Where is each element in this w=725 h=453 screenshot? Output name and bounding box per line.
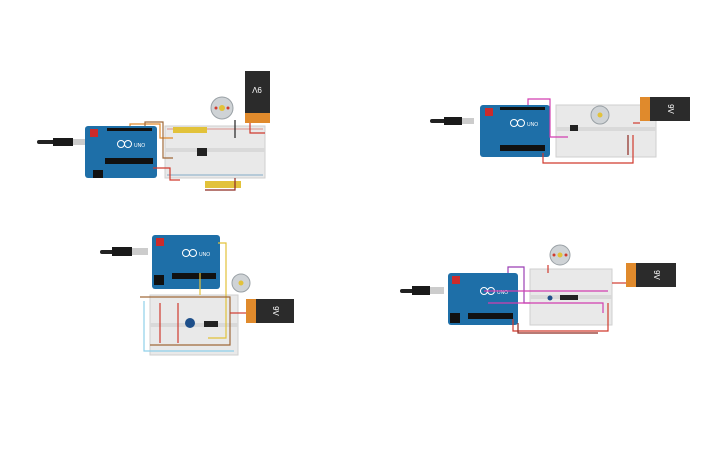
reset-button-icon (452, 276, 460, 284)
reset-button-icon (485, 108, 493, 116)
arduino-board[interactable]: UNO (152, 235, 220, 289)
breadboard[interactable] (529, 268, 613, 326)
usb-cable (37, 138, 85, 146)
circuit-2[interactable]: UNO 9V (428, 95, 693, 167)
arduino-board[interactable]: UNO (480, 105, 550, 157)
resistor (205, 181, 241, 188)
wires (129, 120, 265, 191)
circuit-4[interactable]: UNO 9V (398, 243, 680, 335)
battery-label: 9V (666, 104, 675, 114)
wires (140, 242, 246, 352)
reset-button-icon (90, 129, 98, 137)
arduino-board[interactable]: UNO (85, 126, 157, 178)
board-label: UNO (497, 290, 508, 296)
resistor (173, 127, 207, 133)
wires (527, 98, 640, 164)
chip (197, 148, 207, 156)
usb-cable (400, 286, 444, 295)
usb-cable (430, 117, 474, 125)
dc-motor[interactable] (210, 96, 234, 120)
battery-9v[interactable]: 9V (626, 263, 676, 287)
circuit-3[interactable]: UNO 9V (100, 233, 300, 359)
board-label: UNO (527, 122, 538, 128)
dc-motor[interactable] (231, 273, 251, 293)
battery-9v[interactable]: 9V (246, 299, 294, 323)
dc-motor[interactable] (549, 244, 571, 266)
board-label: UNO (134, 143, 145, 149)
button-icon (547, 295, 553, 301)
wires (484, 265, 626, 334)
potentiometer-icon (185, 318, 195, 328)
dc-motor[interactable] (590, 105, 610, 125)
reset-button-icon (156, 238, 164, 246)
circuit-1[interactable]: UNO 9V (35, 68, 275, 198)
chip (560, 295, 578, 300)
battery-label: 9V (652, 270, 661, 280)
chip (570, 125, 578, 131)
usb-cable (100, 247, 148, 256)
battery-label: 9V (271, 306, 280, 316)
breadboard[interactable] (164, 125, 266, 179)
arduino-board[interactable]: UNO (448, 273, 518, 325)
battery-label: 9V (251, 85, 261, 94)
board-label: UNO (199, 252, 210, 258)
breadboard[interactable] (149, 294, 239, 356)
chip (204, 321, 218, 327)
battery-9v[interactable]: 9V (640, 97, 690, 121)
battery-9v[interactable]: 9V (245, 71, 270, 123)
